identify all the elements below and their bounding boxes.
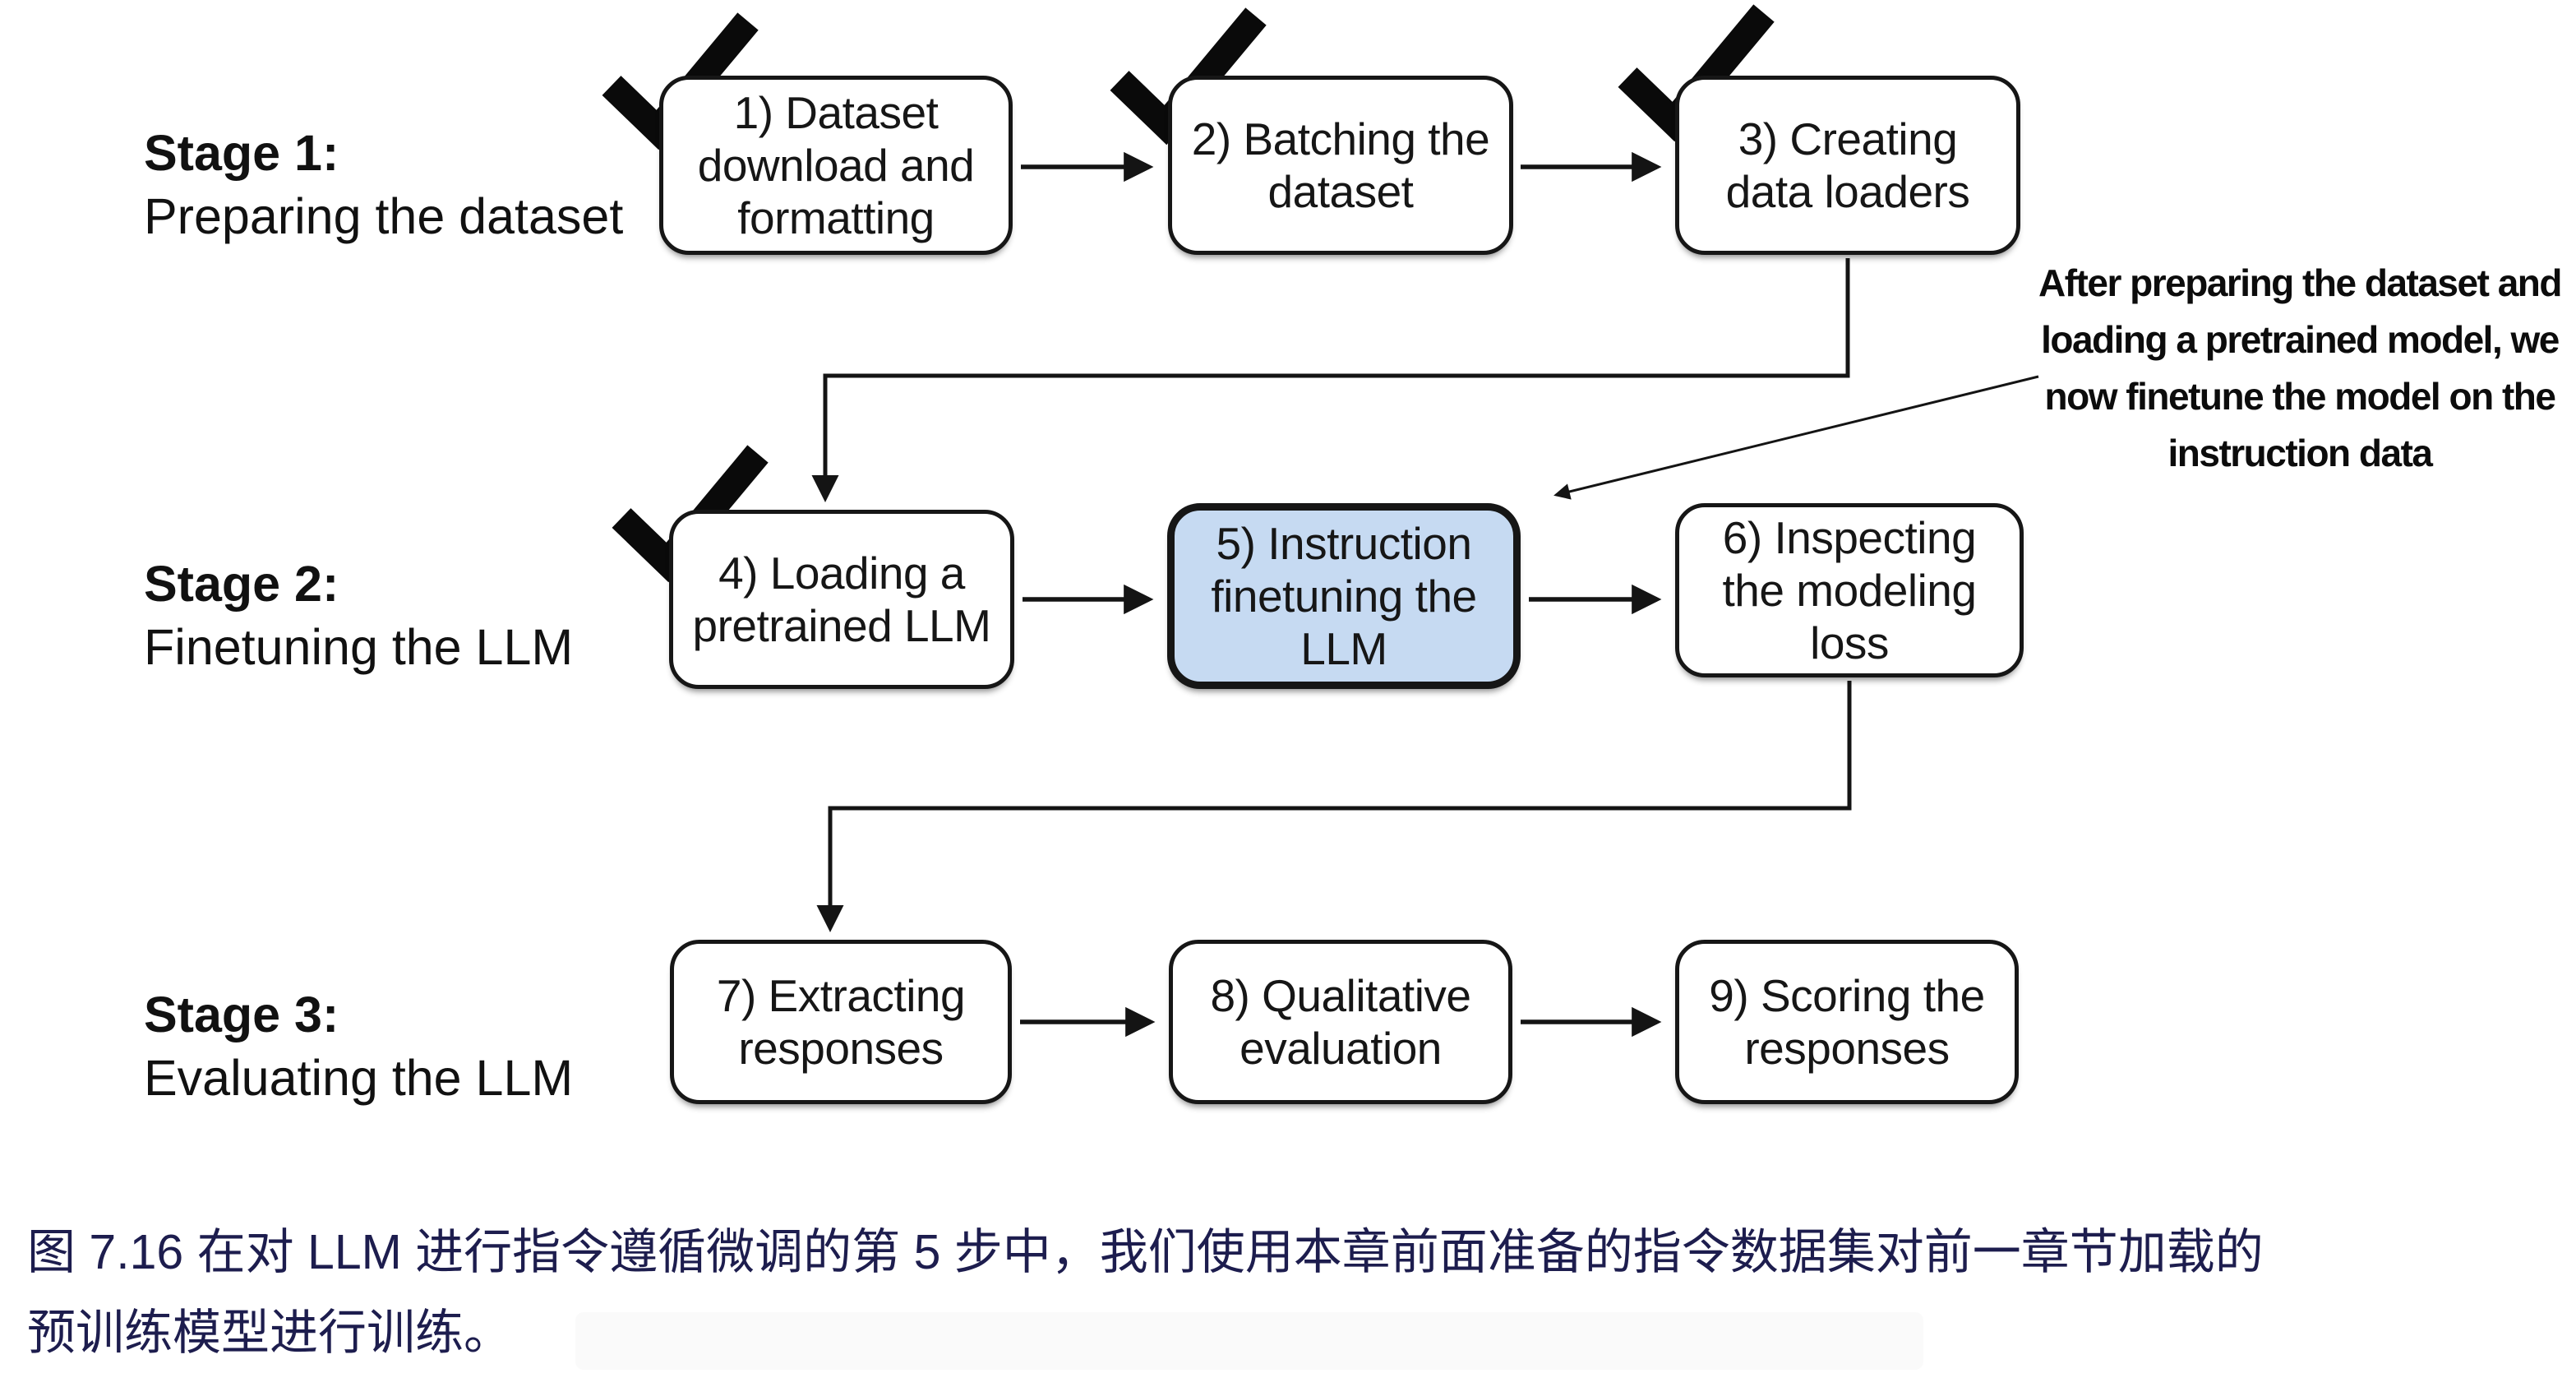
stage-1-label: Stage 1: Preparing the dataset <box>144 122 623 248</box>
figure-caption-line-1: 图 7.16 在对 LLM 进行指令遵循微调的第 5 步中，我们使用本章前面准备… <box>27 1225 2264 1279</box>
connector-box6-to-box7 <box>816 681 1852 932</box>
annotation-line: now finetune the model on the <box>2044 375 2556 418</box>
flow-step-7-extracting-responses: 7) Extracting responses <box>670 940 1012 1104</box>
figure-caption-line-2: 预训练模型进行训练。 <box>27 1306 513 1360</box>
flow-step-7-label: 7) Extracting responses <box>716 970 966 1074</box>
flow-step-9-label: 9) Scoring the responses <box>1709 970 1985 1074</box>
stage-2-label: Stage 2: Finetuning the LLM <box>144 552 573 679</box>
stage-3-label: Stage 3: Evaluating the LLM <box>144 983 573 1110</box>
stage-3-subtitle: Evaluating the LLM <box>144 1050 574 1106</box>
stage-1-title: Stage 1: <box>144 125 339 181</box>
flow-step-1-label: 1) Dataset download and formatting <box>697 87 975 243</box>
flow-step-4-label: 4) Loading a pretrained LLM <box>692 548 991 651</box>
flow-step-8-label: 8) Qualitative evaluation <box>1210 970 1471 1074</box>
flow-step-5-label: 5) Instruction finetuning the LLM <box>1211 518 1477 674</box>
flow-step-6-label: 6) Inspecting the modeling loss <box>1722 512 1977 668</box>
annotation-line: loading a pretrained model, we <box>2041 318 2560 361</box>
flow-step-5-instruction-finetuning-highlighted: 5) Instruction finetuning the LLM <box>1167 503 1521 689</box>
flow-step-1-dataset-download: 1) Dataset download and formatting <box>659 76 1013 255</box>
stage-1-subtitle: Preparing the dataset <box>144 188 624 244</box>
annotation-line: After preparing the dataset and <box>2038 261 2562 304</box>
flow-step-8-qualitative-evaluation: 8) Qualitative evaluation <box>1169 940 1512 1104</box>
flow-step-9-scoring-responses: 9) Scoring the responses <box>1675 940 2019 1104</box>
flow-step-2-label: 2) Batching the dataset <box>1191 113 1490 217</box>
figure-caption: 图 7.16 在对 LLM 进行指令遵循微调的第 5 步中，我们使用本章前面准备… <box>27 1212 2567 1373</box>
annotation-arrow <box>1553 375 2039 500</box>
caption-background-strip <box>575 1312 1923 1370</box>
flow-step-3-data-loaders: 3) Creating data loaders <box>1675 76 2020 255</box>
annotation-line: instruction data <box>2167 432 2433 474</box>
flow-step-3-label: 3) Creating data loaders <box>1725 113 1970 217</box>
flow-step-6-inspecting-loss: 6) Inspecting the modeling loss <box>1675 503 2024 677</box>
stage-2-title: Stage 2: <box>144 556 339 612</box>
stage-3-title: Stage 3: <box>144 987 339 1042</box>
connector-box3-to-box4 <box>811 258 1850 502</box>
flow-step-4-loading-pretrained-llm: 4) Loading a pretrained LLM <box>669 510 1014 689</box>
stage-2-subtitle: Finetuning the LLM <box>144 619 574 675</box>
flow-step-2-batching: 2) Batching the dataset <box>1168 76 1513 255</box>
annotation-note: After preparing the dataset and loading … <box>2024 255 2576 482</box>
